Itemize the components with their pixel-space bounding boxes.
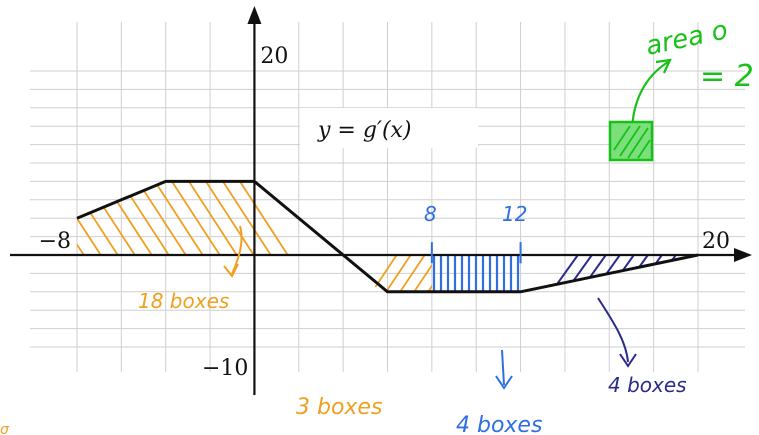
arrow-head-icon — [223, 263, 239, 278]
hatch-stroke — [385, 255, 432, 292]
hatch-stroke — [126, 181, 258, 255]
hatch-stroke — [77, 181, 173, 255]
hatch-stroke — [296, 181, 299, 255]
unit-area-hatch — [613, 125, 651, 159]
hatch-stroke — [211, 181, 299, 255]
hatch-stroke — [194, 181, 299, 255]
hatch-stroke — [551, 255, 623, 292]
hatch-stroke — [77, 181, 207, 255]
arrow-head-icon — [495, 375, 513, 390]
annotation-area-value: = 2 — [700, 59, 754, 94]
arrow-icon — [501, 349, 505, 386]
hatch-stroke — [77, 181, 122, 255]
hatch-stroke — [228, 181, 299, 255]
x-tick-label-right: 20 — [702, 229, 730, 254]
arrow-head-icon — [619, 353, 637, 368]
axes — [10, 6, 752, 395]
annotation-3-boxes: 3 boxes — [296, 395, 382, 420]
hatch-stroke — [371, 255, 432, 292]
hatch-stroke — [565, 255, 637, 292]
hatch-region-3-boxes — [329, 255, 432, 292]
hatch-stroke — [663, 255, 698, 292]
hatch-stroke — [649, 255, 698, 292]
hatch-stroke — [343, 255, 415, 292]
hatch-stroke — [537, 255, 609, 292]
hatch-stroke — [77, 181, 190, 255]
hatch-stroke — [677, 255, 698, 292]
hatch-stroke — [520, 255, 581, 292]
hatch-stroke — [160, 181, 292, 255]
hatch-stroke — [77, 181, 105, 255]
boundary-mark-8: 8 — [424, 202, 437, 226]
hatch-stroke — [177, 181, 299, 255]
hatch-stroke — [77, 181, 139, 255]
hatch-stroke — [109, 181, 241, 255]
arrow-head-icon — [655, 58, 672, 74]
hatch-stroke — [348, 60, 478, 260]
hatch-region-4-boxes-blue — [432, 255, 520, 292]
stray-mark: σ — [0, 422, 10, 435]
annotation-18-boxes: 18 boxes — [138, 289, 229, 313]
hatch-stroke — [621, 255, 693, 292]
grid — [30, 22, 745, 372]
hatch-stroke — [77, 181, 156, 255]
hatch-stroke — [314, 60, 444, 260]
arrow-icon — [231, 225, 243, 275]
hatch-stroke — [329, 255, 401, 292]
hatch-stroke — [92, 181, 224, 255]
boundary-mark-12: 12 — [502, 202, 527, 226]
annotation-area-label: area o — [643, 15, 730, 62]
annotation-4-boxes-blue: 4 boxes — [456, 413, 542, 435]
hatch-stroke — [331, 60, 461, 260]
hatch-stroke — [262, 181, 299, 255]
y-tick-label-top: 20 — [260, 44, 288, 69]
hatch-stroke — [143, 181, 275, 255]
boundary-markers — [430, 242, 522, 264]
hatch-stroke — [523, 255, 595, 292]
arrow-icon — [597, 297, 629, 363]
series-line — [76, 179, 699, 294]
hatch-stroke — [279, 181, 299, 255]
y-axis-arrow-icon — [247, 6, 262, 24]
y-tick-label-bottom: −10 — [202, 356, 248, 381]
annotation-4-boxes-navy: 4 boxes — [608, 373, 687, 397]
hatch-region-18-boxes — [77, 60, 478, 260]
hatch-stroke — [691, 255, 698, 292]
curve-label: y = g′(x) — [317, 118, 412, 143]
x-axis-arrow-icon — [734, 248, 752, 262]
x-tick-label-left: −8 — [39, 229, 71, 254]
hatch-stroke — [357, 255, 429, 292]
